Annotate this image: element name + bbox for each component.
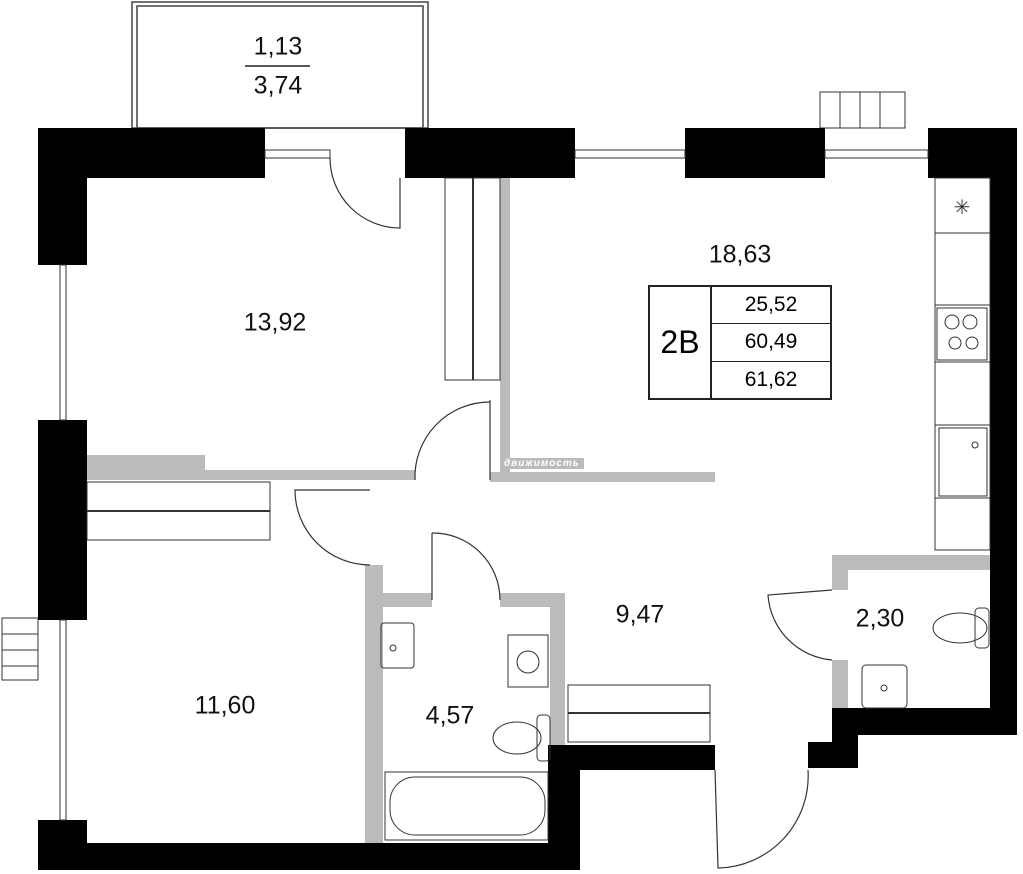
bathroom-fixtures — [380, 607, 990, 841]
room-area-wc: 2,30 — [855, 604, 905, 633]
info-value-2: 60,49 — [712, 324, 830, 362]
partitions — [87, 178, 990, 843]
watermark: движимость — [500, 458, 584, 469]
info-value-3: 61,62 — [744, 367, 798, 391]
stove-icon — [936, 307, 988, 361]
balcony-area-bottom: 3,74 — [253, 71, 303, 100]
fridge-snowflake-icon: ✳ — [954, 197, 971, 219]
balcony-area-top: 1,13 — [253, 32, 303, 61]
room-area-bedroom-1: 13,92 — [243, 308, 307, 337]
room-area-bathroom: 4,57 — [425, 701, 475, 730]
room-area-kitchen-living: 18,63 — [708, 240, 772, 269]
radiator-left — [1, 617, 39, 681]
doors — [294, 157, 833, 869]
wardrobes — [86, 177, 711, 743]
kitchen-counter — [934, 177, 991, 551]
balcony — [131, 1, 429, 129]
room-area-hallway: 9,47 — [615, 600, 665, 629]
room-area-bedroom-2: 11,60 — [194, 691, 256, 720]
kitchen-sink-icon — [938, 427, 988, 497]
exterior-walls — [38, 128, 1017, 870]
info-value-1: 25,52 — [712, 287, 830, 325]
windows — [59, 149, 929, 821]
radiator-top — [819, 91, 906, 129]
apartment-info-box: 2В 25,52 60,49 61,62 — [648, 285, 832, 400]
apartment-type: 2В — [650, 287, 712, 398]
